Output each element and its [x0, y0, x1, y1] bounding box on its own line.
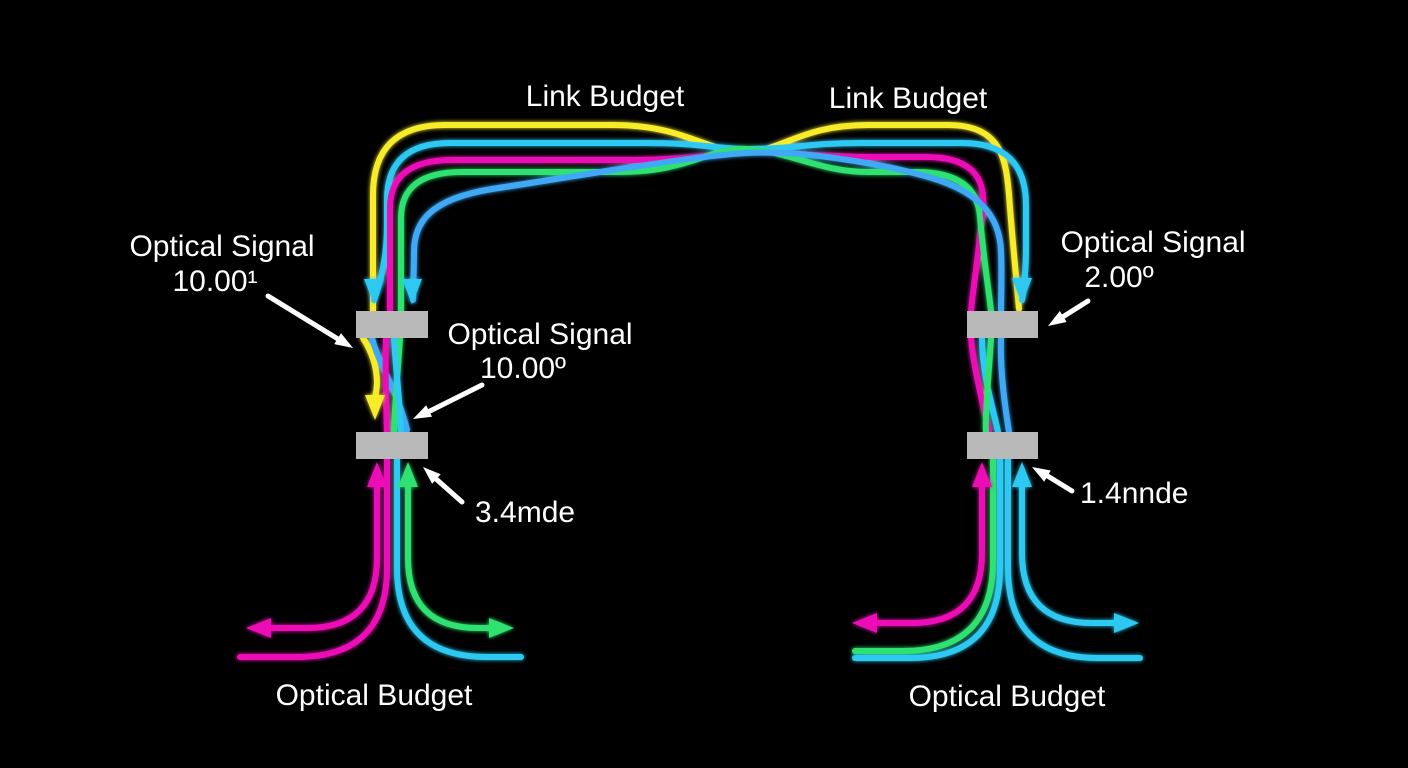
- fiber-magenta-top-arc: [387, 148, 987, 314]
- fiber-yellow-left-gap: [360, 335, 381, 401]
- annotation-arrow-line: [425, 382, 485, 415]
- down-arrow-icon: [1012, 278, 1032, 303]
- right-arrow-icon: [1114, 613, 1139, 633]
- annotation-arrow-line: [1058, 298, 1091, 321]
- up-arrow-icon: [398, 462, 418, 487]
- annotation-arrows: [265, 293, 1091, 505]
- annotation-arrowhead-icon: [1032, 467, 1051, 482]
- down-arrow-icon: [402, 279, 422, 304]
- connector-blocks: [356, 311, 1038, 459]
- fiber-magenta-left-gap: [382, 335, 390, 435]
- annotation-arrow-line: [1043, 472, 1075, 494]
- annotation-arrowhead-icon: [423, 467, 441, 484]
- connector-block-right-top: [967, 311, 1038, 338]
- fiber-green-right-gap: [982, 335, 994, 435]
- fiber-arrowheads: [246, 278, 1139, 638]
- down-arrow-icon: [364, 279, 384, 304]
- link-budget-label-left: Link Budget: [525, 80, 685, 113]
- fiber-magenta-right-out: [865, 482, 985, 626]
- optical-signal-right-value: 2.00º: [1084, 261, 1154, 294]
- fiber-blue-right-gap: [997, 335, 1012, 435]
- up-arrow-icon: [1012, 462, 1032, 487]
- annotation-arrowheads: [334, 311, 1067, 484]
- annotation-arrow-line: [265, 293, 341, 342]
- up-arrow-icon: [367, 462, 387, 487]
- link-budget-label-right: Link Budget: [828, 82, 988, 115]
- optical-signal-mid-title: Optical Signal: [447, 318, 633, 351]
- fiber-cyan-right-lower-right: [1005, 456, 1143, 661]
- optical-signal-right-title: Optical Signal: [1060, 226, 1246, 259]
- loss-label-right: 1.4nnde: [1080, 477, 1189, 510]
- fiber-green-top-arc: [398, 145, 994, 314]
- fiber-blue-left-gap: [369, 335, 410, 433]
- connector-block-left-bottom: [356, 432, 428, 459]
- optical-signal-mid-value: 10.00º: [479, 352, 567, 385]
- left-arrow-icon: [852, 613, 877, 633]
- annotation-arrowhead-icon: [334, 333, 353, 348]
- fiber-cyan-left-lower: [394, 456, 524, 660]
- connector-block-left-top: [356, 311, 428, 338]
- optical-budget-label-left: Optical Budget: [275, 679, 473, 712]
- right-arrow-icon: [489, 618, 514, 638]
- annotation-arrow-line: [432, 475, 465, 505]
- connector-block-right-bottom: [967, 432, 1038, 459]
- fiber-green-right-in: [852, 456, 996, 654]
- fiber-green-left-out: [405, 482, 501, 631]
- loss-label-left: 3.4mde: [475, 496, 576, 529]
- fiber-magenta-left-out: [259, 482, 380, 631]
- fiber-group: [237, 122, 1143, 661]
- optical-budget-label-right: Optical Budget: [908, 680, 1106, 713]
- fiber-cyan-right-out: [1019, 482, 1126, 626]
- left-arrow-icon: [246, 618, 271, 638]
- fiber-cyan-left-gap: [391, 335, 404, 435]
- fiber-blue-top-arc: [410, 149, 1005, 314]
- fiber-magenta-left-in: [237, 456, 390, 660]
- annotation-arrowhead-icon: [1048, 311, 1067, 326]
- annotation-arrowhead-icon: [413, 405, 432, 419]
- optical-signal-left-value: 10.00¹: [172, 265, 258, 298]
- optical-signal-left-title: Optical Signal: [129, 230, 315, 263]
- down-arrow-icon: [365, 395, 385, 420]
- fiber-cyan-top-arc: [371, 140, 1029, 303]
- fiber-yellow-top-arc: [370, 122, 1022, 314]
- up-arrow-icon: [972, 462, 992, 487]
- fiber-cyan-right-lower-left: [852, 456, 1003, 661]
